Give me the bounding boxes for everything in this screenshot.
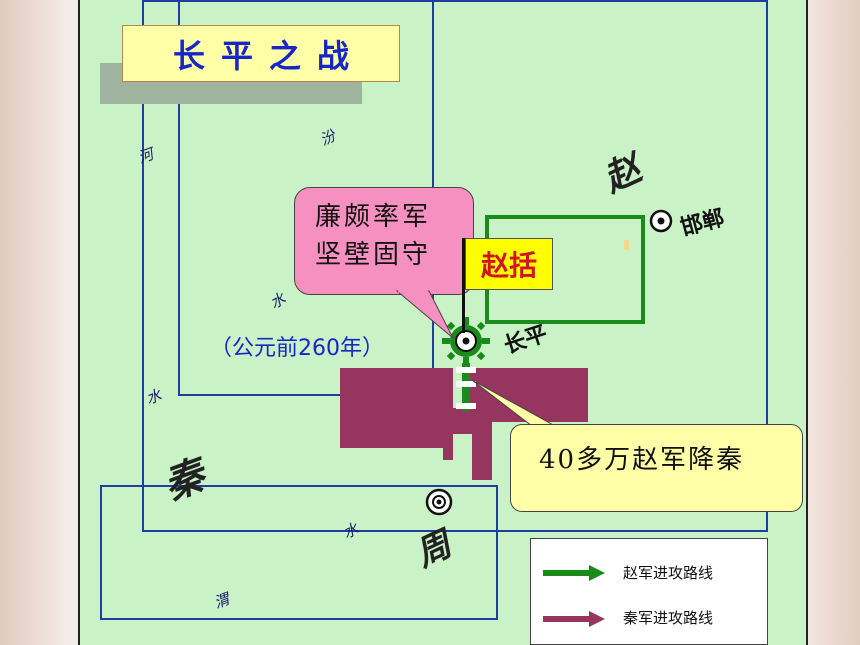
zhao-kuo-flagpole bbox=[462, 238, 465, 333]
lian-po-line-1: 廉颇率军 bbox=[315, 202, 432, 232]
title-box: 长平之战 bbox=[122, 25, 400, 82]
lian-po-callout: 廉颇率军 坚壁固守 bbox=[294, 187, 474, 295]
region-outer bbox=[142, 0, 768, 532]
page-title: 长平之战 bbox=[172, 36, 365, 75]
date-note: （公元前260年） bbox=[210, 336, 384, 361]
handan-marker-icon bbox=[649, 209, 673, 233]
lian-po-line-2: 坚壁固守 bbox=[315, 240, 432, 270]
region-guanzhong bbox=[100, 485, 498, 620]
lian-po-callout-pointer bbox=[395, 290, 454, 339]
legend-qin-label: 秦军进攻路线 bbox=[623, 609, 714, 627]
map-legend: 赵军进攻路线 秦军进攻路线 bbox=[530, 538, 768, 645]
zhao-kuo-label: 赵括 bbox=[480, 249, 537, 282]
surrender-callout: 40多万赵军降秦 bbox=[510, 424, 803, 512]
surrender-text: 40多万赵军降秦 bbox=[539, 445, 745, 475]
zhao-army-route bbox=[442, 317, 490, 411]
legend-zhao-arrow-icon bbox=[543, 565, 605, 581]
qin-army-block bbox=[340, 368, 588, 480]
handan-dot bbox=[624, 240, 629, 250]
zhou-marker-icon bbox=[425, 488, 453, 516]
legend-qin-arrow-icon bbox=[543, 611, 605, 627]
legend-zhao-label: 赵军进攻路线 bbox=[623, 564, 714, 582]
zhao-kuo-flag: 赵括 bbox=[465, 238, 553, 290]
